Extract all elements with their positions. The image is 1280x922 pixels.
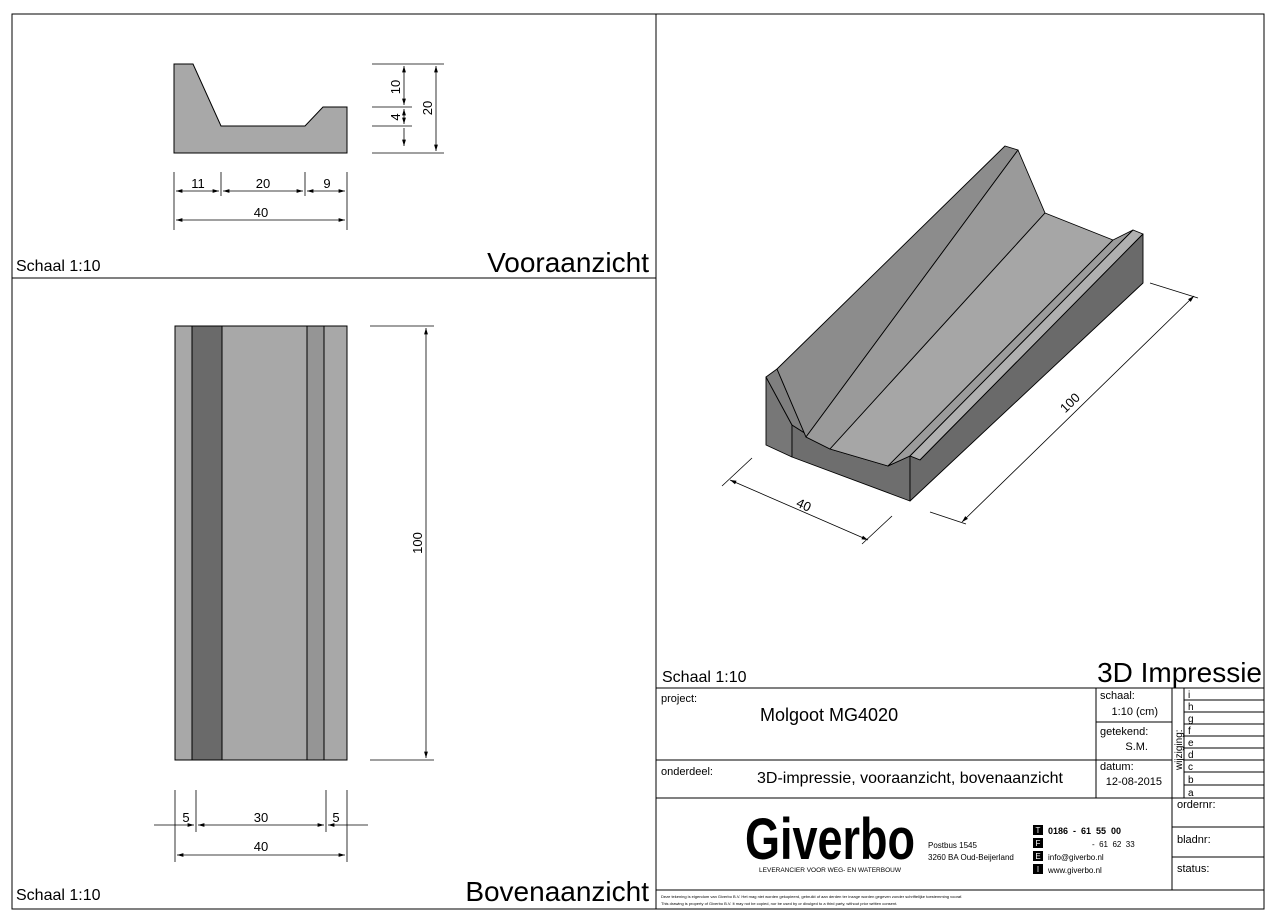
company-logo: Giverbo <box>745 807 915 872</box>
address-line-1: Postbus 1545 <box>928 841 977 850</box>
dim-20: 20 <box>256 176 270 191</box>
iso-dim-40: 40 <box>794 495 813 515</box>
order-label: ordernr: <box>1177 799 1216 811</box>
revision-letter: c <box>1188 762 1193 773</box>
revision-letter: a <box>1188 788 1194 799</box>
revision-letter: i <box>1188 690 1190 701</box>
dim-40: 40 <box>254 205 268 220</box>
dim-v20: 20 <box>420 101 435 115</box>
dim-100: 100 <box>410 532 425 554</box>
dim-v10: 10 <box>388 80 403 94</box>
fax-icon <box>1033 838 1043 848</box>
phone-icon-letter: T <box>1036 826 1041 835</box>
top-scale-label: Schaal 1:10 <box>16 887 101 904</box>
top-view: 5 30 5 40 100 Schaal 1:10 Bovenaanzicht <box>16 325 649 907</box>
iso-dims <box>721 282 1199 545</box>
drawn-label: getekend: <box>1100 726 1148 738</box>
revision-letter: g <box>1188 714 1194 725</box>
project-value: Molgoot MG4020 <box>760 705 898 725</box>
phone-icon <box>1033 825 1043 835</box>
email-address: info@giverbo.nl <box>1048 853 1104 862</box>
address-line-2: 3260 BA Oud-Beijerland <box>928 853 1014 862</box>
top-view-title: Bovenaanzicht <box>465 876 649 907</box>
iso-view <box>765 145 1144 502</box>
date-value: 12-08-2015 <box>1106 776 1162 788</box>
dim-v4: 4 <box>388 113 403 120</box>
revision-letter: d <box>1188 750 1194 761</box>
front-view: 11 20 9 40 10 4 20 Schaal 1:10 Vooraanzi… <box>16 63 649 278</box>
top-slope-left <box>191 325 223 761</box>
disclaimer-en: This drawing is property of Giverbo B.V.… <box>661 901 897 906</box>
dim-5-left: 5 <box>182 810 189 825</box>
status-label: status: <box>1177 863 1209 875</box>
dim-5-right: 5 <box>332 810 339 825</box>
revision-letter: h <box>1188 702 1194 713</box>
revision-letter: e <box>1188 738 1194 749</box>
fax-icon-letter: F <box>1036 839 1041 848</box>
email-icon <box>1033 851 1043 861</box>
disclaimer-nl: Deze tekening is eigendom van Giverbo B.… <box>661 894 962 899</box>
revision-label: wijziging: <box>1174 729 1185 771</box>
project-label: project: <box>661 693 697 705</box>
date-label: datum: <box>1100 761 1134 773</box>
scale-label: schaal: <box>1100 690 1135 702</box>
fax-number: - 61 62 33 <box>1092 840 1135 849</box>
revision-letter: b <box>1188 775 1194 786</box>
email-icon-letter: E <box>1035 852 1040 861</box>
company-tagline: LEVERANCIER VOOR WEG- EN WATERBOUW <box>759 867 902 874</box>
scale-value: 1:10 (cm) <box>1112 706 1158 718</box>
part-value: 3D-impressie, vooraanzicht, bovenaanzich… <box>757 770 1063 787</box>
dim-9: 9 <box>323 176 330 191</box>
drawn-value: S.M. <box>1125 741 1148 753</box>
web-address: www.giverbo.nl <box>1047 866 1102 875</box>
dim-30: 30 <box>254 810 268 825</box>
title-block-grid <box>655 687 1265 910</box>
dim-top-40: 40 <box>254 839 268 854</box>
part-label: onderdeel: <box>661 766 713 778</box>
front-view-title: Vooraanzicht <box>487 247 649 278</box>
web-icon-letter: I <box>1037 865 1039 874</box>
top-slope-right <box>306 325 325 761</box>
revision-letter: f <box>1188 726 1191 737</box>
iso-dim-100: 100 <box>1057 390 1083 416</box>
web-icon <box>1033 864 1043 874</box>
front-profile <box>173 63 348 154</box>
dim-11: 11 <box>191 176 205 191</box>
phone-number: 0186 - 61 55 00 <box>1048 826 1121 836</box>
iso-scale-label: Schaal 1:10 <box>662 669 747 686</box>
front-scale-label: Schaal 1:10 <box>16 258 101 275</box>
sheet-label: bladnr: <box>1177 834 1211 846</box>
sheet-border <box>11 13 1265 910</box>
iso-view-title: 3D Impressie <box>1097 657 1262 688</box>
